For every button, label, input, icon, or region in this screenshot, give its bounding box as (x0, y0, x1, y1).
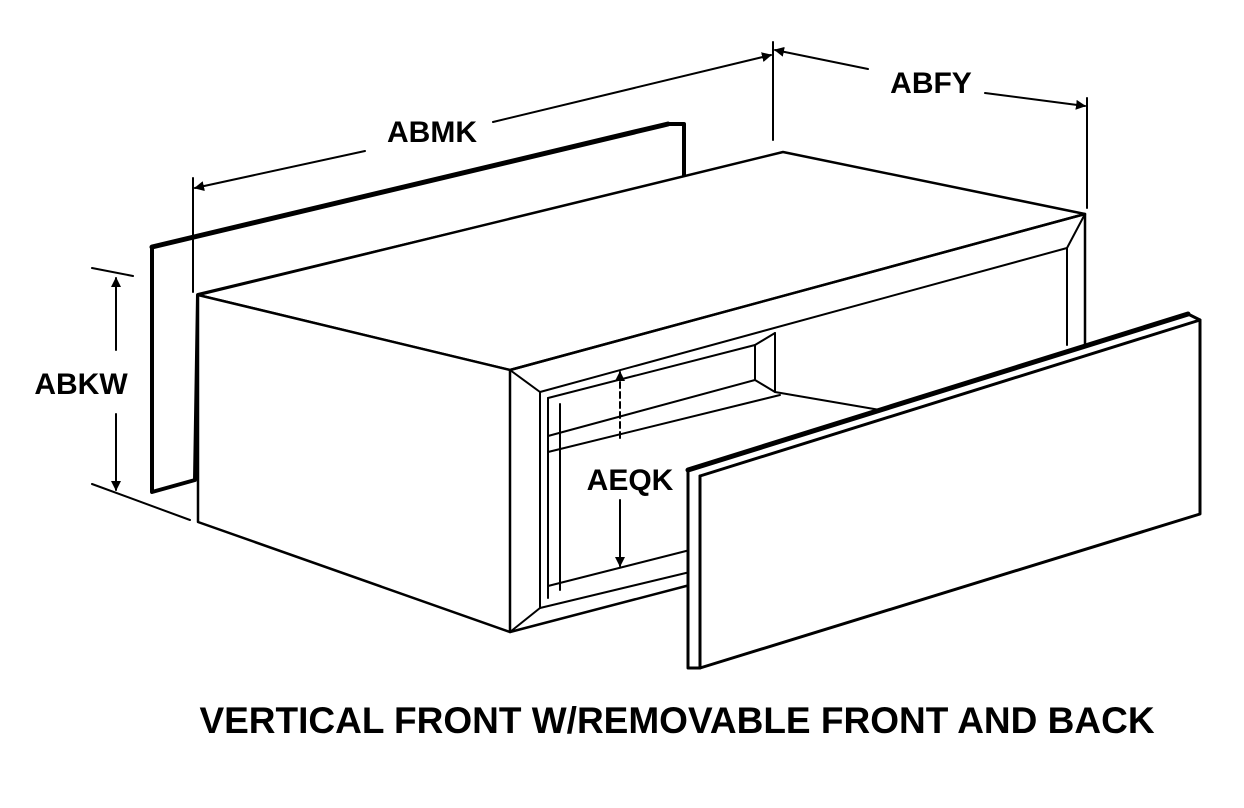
diagram-caption: VERTICAL FRONT W/REMOVABLE FRONT AND BAC… (199, 700, 1154, 741)
label-abkw: ABKW (34, 368, 128, 401)
dimension-abkw: ABKW (34, 267, 191, 521)
label-aeqk: AEQK (587, 464, 674, 497)
dimension-abmk: ABMK (192, 41, 774, 293)
dimension-aeqk: AEQK (587, 371, 674, 567)
front-panel (685, 311, 1202, 670)
label-abmk: ABMK (387, 116, 477, 149)
label-abfy: ABFY (890, 67, 972, 100)
cabinet-body (196, 150, 1087, 634)
dimension-abfy: ABFY (774, 46, 1088, 209)
